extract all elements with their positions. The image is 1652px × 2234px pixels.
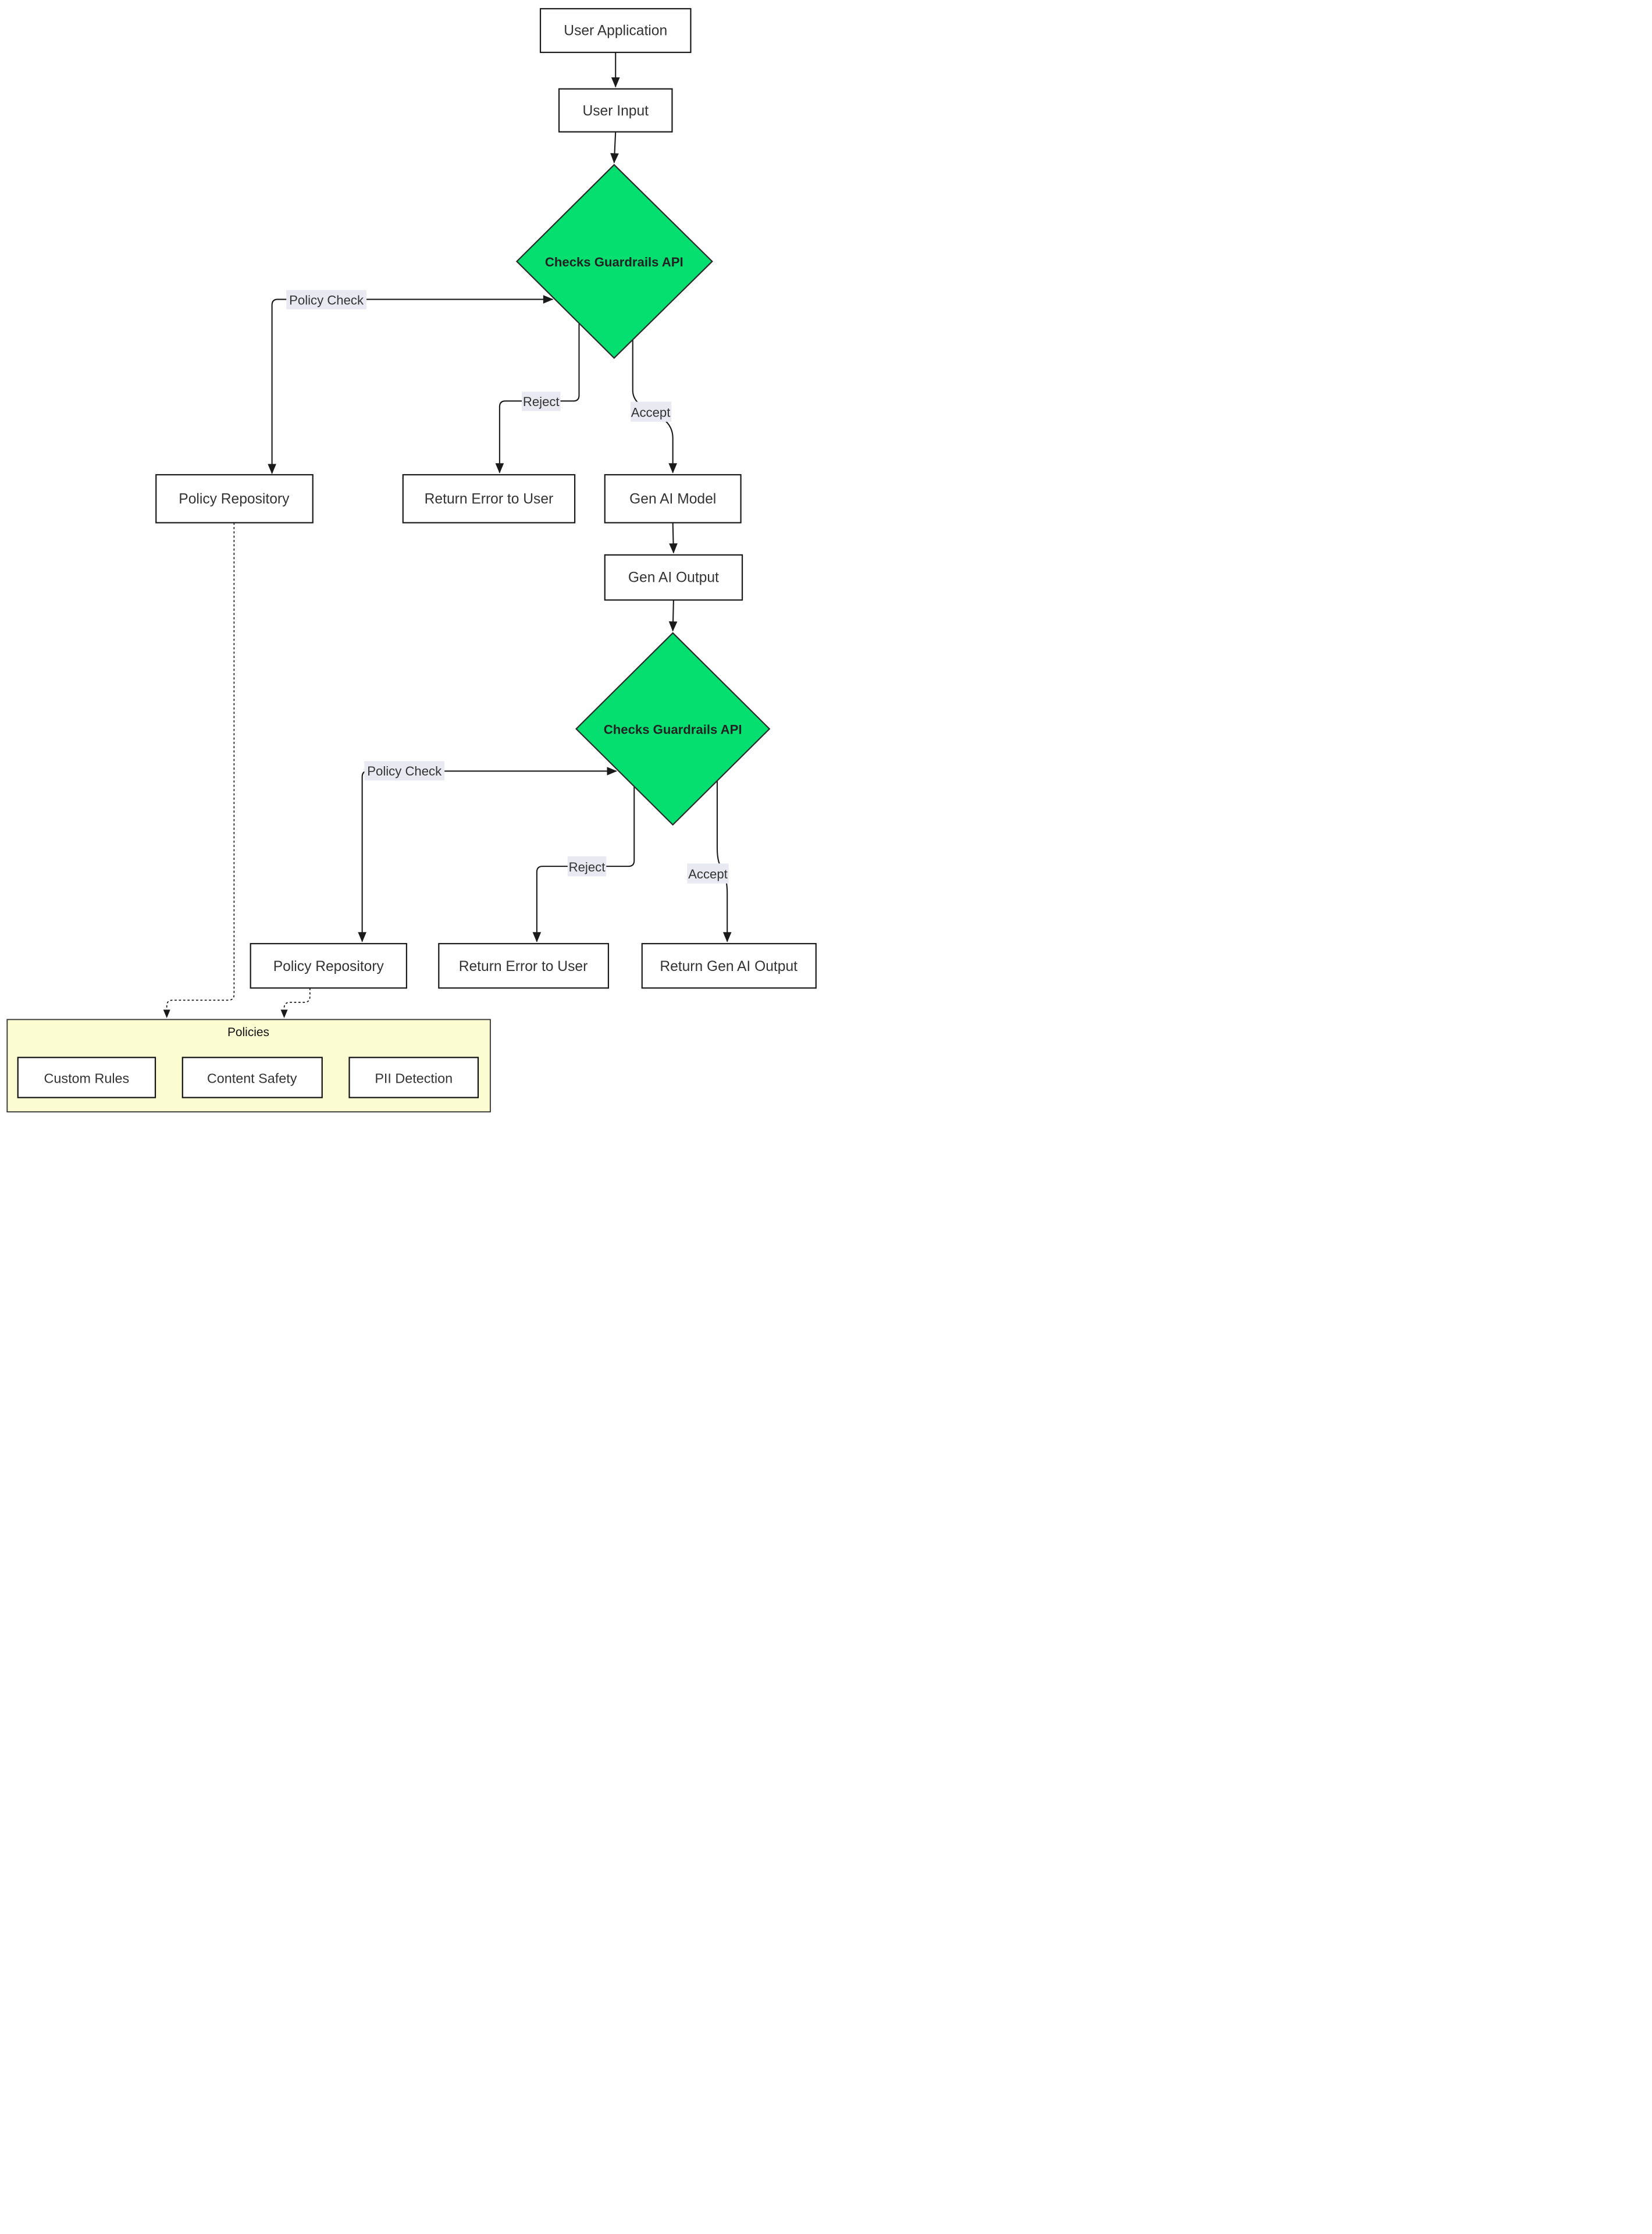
node-return-error-output	[438, 942, 610, 989]
node-output-guardrails-check-label: Checks Guardrails API	[604, 723, 742, 737]
edge-policy-repo-input-to-policies	[163, 522, 235, 1018]
edge-genai-model-to-genai-output	[669, 522, 678, 554]
edge-label-bg-policy-check-input	[286, 290, 367, 310]
edge-user-input-to-input-check	[610, 131, 619, 163]
edge-label-bg-accept-input	[631, 401, 672, 422]
node-custom-rules	[17, 1056, 156, 1098]
node-user-input-label: User Input	[582, 103, 649, 119]
edge-label-reject-input: Reject	[523, 394, 560, 409]
edge-accept-output	[716, 781, 732, 942]
node-content-safety-label: Content Safety	[207, 1070, 297, 1086]
node-gen-ai-model-label: Gen AI Model	[629, 491, 716, 507]
node-gen-ai-output-label: Gen AI Output	[628, 570, 719, 586]
node-custom-rules-label: Custom Rules	[44, 1070, 130, 1086]
node-pii-detection	[348, 1056, 479, 1098]
edge-label-policy-check-input: Policy Check	[289, 293, 364, 307]
node-policy-repository-output-label: Policy Repository	[273, 959, 384, 974]
node-user-application	[539, 8, 692, 54]
node-return-error-input-label: Return Error to User	[425, 491, 554, 507]
node-user-input	[558, 88, 673, 133]
edge-label-bg-reject-input	[522, 392, 561, 411]
node-return-gen-ai-output	[641, 942, 817, 989]
node-gen-ai-model	[604, 474, 742, 524]
node-input-guardrails-check-label: Checks Guardrails API	[545, 255, 683, 269]
edge-label-reject-output: Reject	[569, 860, 606, 874]
node-input-guardrails-check	[515, 163, 713, 360]
node-return-gen-ai-output-label: Return Gen AI Output	[660, 959, 797, 974]
edge-label-policy-check-output: Policy Check	[367, 764, 442, 778]
edge-label-bg-accept-output	[687, 863, 729, 884]
node-user-application-label: User Application	[564, 23, 667, 39]
edge-policy-check-input	[268, 295, 554, 475]
node-content-safety	[181, 1056, 323, 1098]
node-return-error-output-label: Return Error to User	[459, 959, 588, 974]
node-output-guardrails-check	[575, 632, 771, 826]
node-policy-repository-output	[250, 942, 408, 989]
node-return-error-input	[402, 474, 576, 524]
flowchart-canvas: Policies Custom Rules Content Safety PII…	[6, 8, 817, 1113]
edge-policy-repo-output-to-policies	[280, 988, 311, 1018]
edge-label-accept-input: Accept	[631, 405, 671, 419]
node-policy-repository-input	[155, 474, 314, 524]
policies-group-title: Policies	[227, 1026, 269, 1039]
node-pii-detection-label: PII Detection	[375, 1070, 453, 1086]
node-policy-repository-input-label: Policy Repository	[179, 491, 290, 507]
edge-label-bg-reject-output	[567, 856, 607, 877]
flowchart-page: Policies Custom Rules Content Safety PII…	[0, 0, 826, 1117]
edge-genai-output-to-output-check	[668, 600, 678, 632]
edge-label-bg-policy-check-output	[364, 761, 445, 781]
edge-label-accept-output: Accept	[688, 867, 728, 881]
node-gen-ai-output	[604, 554, 743, 601]
